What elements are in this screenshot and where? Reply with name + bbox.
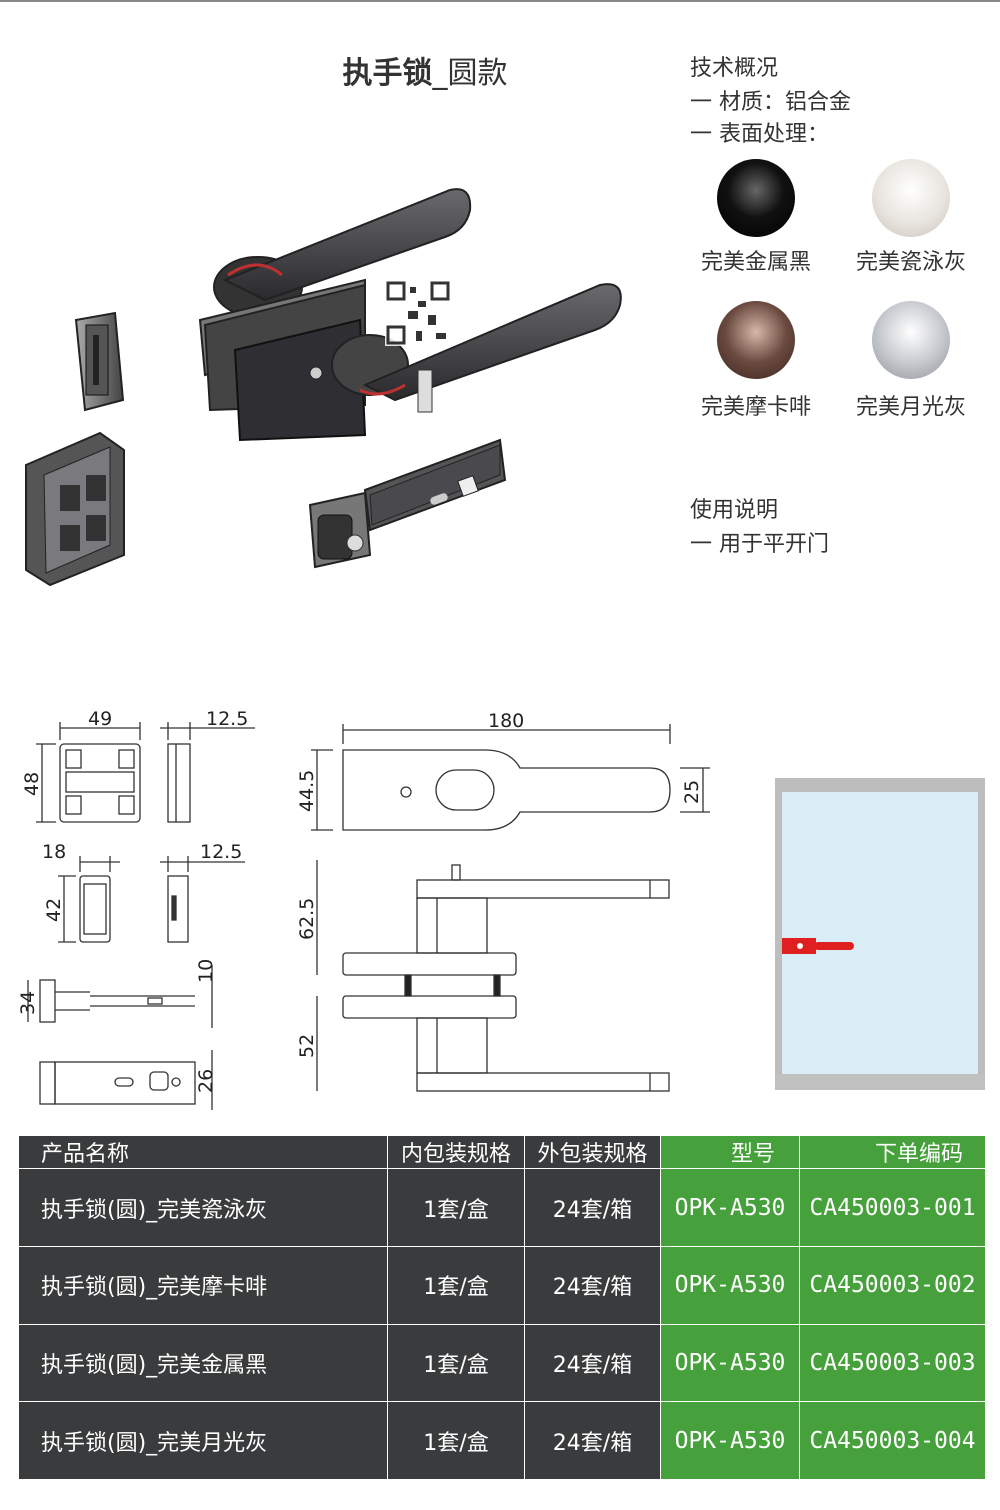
- dim-12-5-a: 12.5: [206, 708, 248, 730]
- dim-26: 26: [195, 1069, 217, 1093]
- dim-10: 10: [195, 959, 217, 983]
- table-cell: 24套/箱: [524, 1401, 661, 1480]
- table-row: 执手锁(圆)_完美月光灰 1套/盒 24套/箱 OPK-A530 CA45000…: [18, 1401, 986, 1480]
- table-header: 内包装规格: [387, 1134, 525, 1170]
- table-cell: CA450003-001: [799, 1168, 986, 1247]
- table-cell: 执手锁(圆)_完美瓷泳灰: [18, 1168, 388, 1247]
- table-header-row: 产品名称 内包装规格 外包装规格 型号 下单编码: [18, 1134, 986, 1170]
- latch-mechanism: [308, 438, 507, 569]
- dim-52: 52: [296, 1034, 318, 1058]
- table-cell: OPK-A530: [660, 1245, 800, 1325]
- table-cell: 24套/箱: [524, 1168, 661, 1247]
- table-cell: CA450003-003: [799, 1323, 986, 1403]
- table-header: 型号: [660, 1134, 800, 1170]
- dim-49: 49: [88, 708, 112, 730]
- technical-drawing: 49 12.5 48 18 12.5 42 34 10 26 180 44.5 …: [17, 708, 985, 1110]
- spec-heading: 技术概况: [690, 56, 779, 81]
- dim-12-5-b: 12.5: [200, 841, 242, 863]
- table-cell: OPK-A530: [660, 1401, 800, 1480]
- finish-label: 完美摩卡啡: [700, 395, 811, 420]
- table-cell: 1套/盒: [387, 1401, 525, 1480]
- page-title: 执手锁_圆款: [342, 56, 508, 91]
- table-cell: 执手锁(圆)_完美金属黑: [18, 1323, 388, 1403]
- finish-swatch-mocha: [717, 301, 795, 379]
- usage-item: 一 用于平开门: [690, 532, 829, 557]
- dim-18: 18: [42, 841, 66, 863]
- table-header: 外包装规格: [524, 1134, 661, 1170]
- product-table: 产品名称 内包装规格 外包装规格 型号 下单编码 执手锁(圆)_完美瓷泳灰 1套…: [18, 1134, 986, 1480]
- product-illustration: [25, 188, 622, 587]
- finish-swatch-black: [717, 159, 795, 237]
- dim-62-5: 62.5: [296, 898, 318, 940]
- table-header: 产品名称: [18, 1134, 388, 1170]
- table-row: 执手锁(圆)_完美瓷泳灰 1套/盒 24套/箱 OPK-A530 CA45000…: [18, 1168, 986, 1247]
- table-cell: 24套/箱: [524, 1323, 661, 1403]
- table-cell: 1套/盒: [387, 1168, 525, 1247]
- dim-44-5: 44.5: [296, 770, 318, 812]
- table-cell: 1套/盒: [387, 1323, 525, 1403]
- table-cell: 1套/盒: [387, 1245, 525, 1325]
- strike-plate: [74, 311, 125, 412]
- dim-25: 25: [681, 780, 703, 804]
- spec-surface: 一 表面处理：: [690, 122, 829, 147]
- finish-label: 完美瓷泳灰: [855, 250, 966, 275]
- usage-heading: 使用说明: [690, 498, 779, 523]
- table-cell: OPK-A530: [660, 1168, 800, 1247]
- table-row: 执手锁(圆)_完美金属黑 1套/盒 24套/箱 OPK-A530 CA45000…: [18, 1323, 986, 1403]
- finish-swatch-ceramic-grey: [872, 159, 950, 237]
- dim-180: 180: [488, 710, 524, 732]
- table-cell: 24套/箱: [524, 1245, 661, 1325]
- handle-assembly: [198, 188, 622, 442]
- finish-label: 完美金属黑: [700, 250, 811, 275]
- table-header: 下单编码: [799, 1134, 986, 1170]
- dim-48: 48: [21, 772, 43, 796]
- table-cell: 执手锁(圆)_完美摩卡啡: [18, 1245, 388, 1325]
- table-row: 执手锁(圆)_完美摩卡啡 1套/盒 24套/箱 OPK-A530 CA45000…: [18, 1245, 986, 1325]
- door-diagram: [775, 778, 985, 1090]
- qr-code-icon: [385, 280, 451, 346]
- dim-34: 34: [17, 991, 39, 1015]
- dim-42: 42: [43, 898, 65, 922]
- table-cell: OPK-A530: [660, 1323, 800, 1403]
- table-cell: 执手锁(圆)_完美月光灰: [18, 1401, 388, 1480]
- top-divider: [0, 0, 1000, 2]
- finish-label: 完美月光灰: [855, 395, 966, 420]
- finish-swatch-moonlight-grey: [872, 301, 950, 379]
- strike-box: [25, 431, 125, 587]
- table-cell: CA450003-004: [799, 1401, 986, 1480]
- table-cell: CA450003-002: [799, 1245, 986, 1325]
- spec-material: 一 材质：铝合金: [690, 90, 851, 115]
